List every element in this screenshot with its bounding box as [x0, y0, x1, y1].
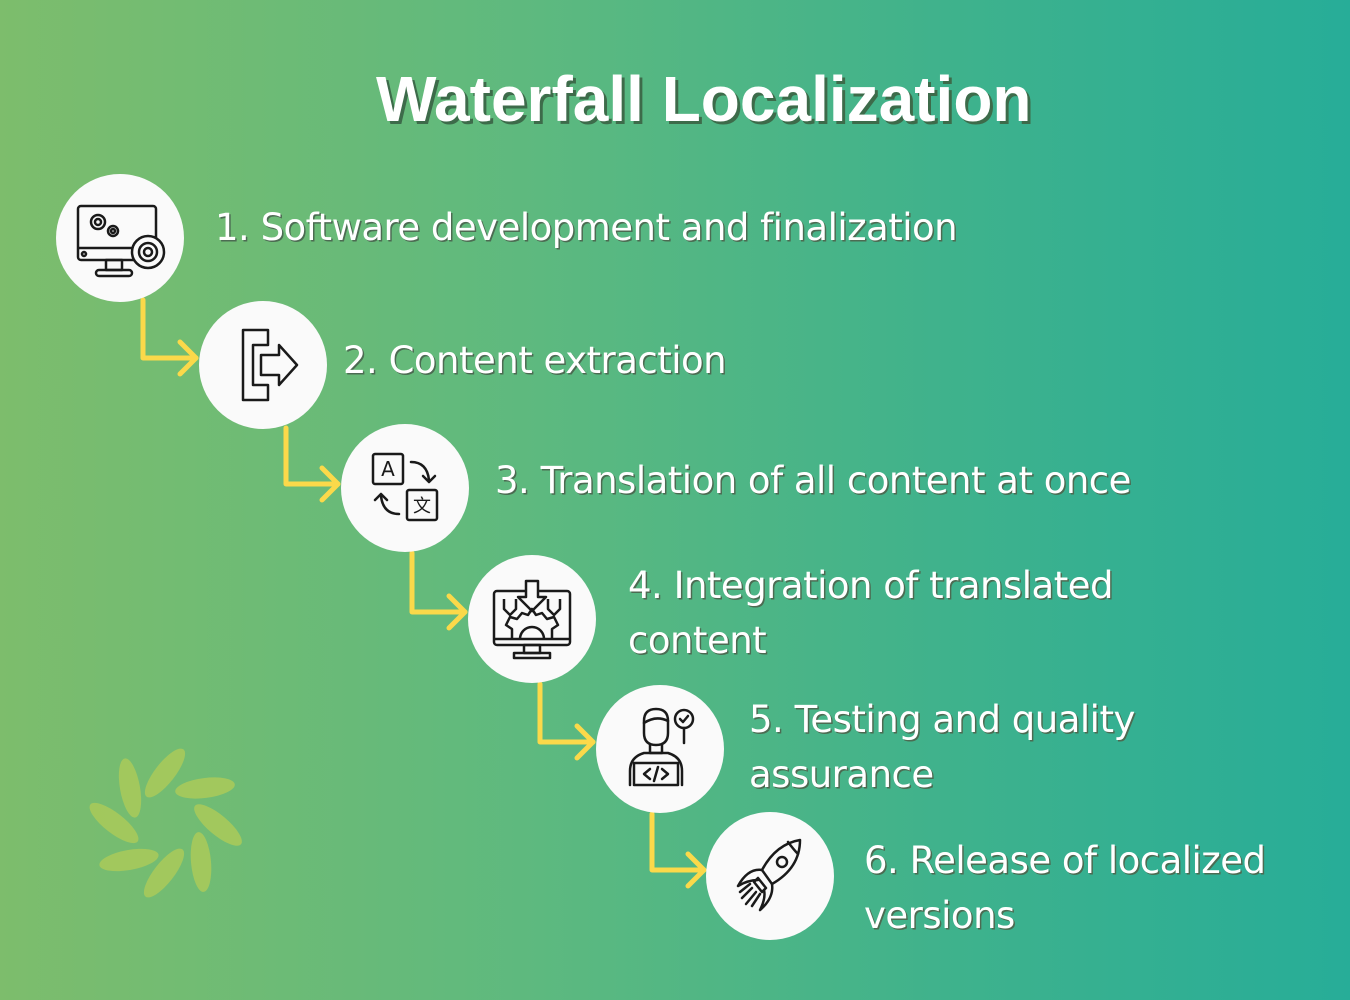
decorative-swirl-icon: [89, 748, 242, 898]
connector-1-2: [140, 297, 199, 377]
rocket-icon: [736, 838, 802, 912]
export-arrow-icon: [241, 328, 299, 402]
svg-text:A: A: [381, 457, 395, 481]
svg-text:文: 文: [413, 496, 431, 517]
connector-5-6: [649, 811, 707, 889]
developer-testing-icon: [628, 707, 695, 787]
step-6-label-line-2: versions: [864, 894, 1015, 937]
step-3-label: 3. Translation of all content at once: [495, 459, 1131, 502]
step-1-icon-circle: [56, 174, 184, 302]
step-4-label: 4. Integration of translated content: [628, 558, 1113, 668]
step-5-icon-circle: [596, 685, 724, 813]
monitor-integration-icon: [492, 579, 572, 660]
step-1-label: 1. Software development and finalization: [215, 206, 958, 249]
step-3-icon-circle: A 文: [341, 424, 469, 552]
monitor-gears-icon: [76, 204, 166, 278]
connector-3-4: [409, 550, 468, 631]
step-5-label: 5. Testing and quality assurance: [749, 692, 1135, 802]
connector-2-3: [283, 425, 341, 503]
step-6-icon-circle: [706, 812, 834, 940]
step-2-label: 2. Content extraction: [343, 339, 727, 382]
step-4-label-line-2: content: [628, 619, 767, 662]
step-4-icon-circle: [468, 555, 596, 683]
step-5-label-line-2: assurance: [749, 753, 934, 796]
step-5-label-line-1: 5. Testing and quality: [749, 698, 1135, 741]
step-6-label: 6. Release of localized versions: [864, 833, 1266, 943]
step-4-label-line-1: 4. Integration of translated: [628, 564, 1113, 607]
page-title: Waterfall Localization: [376, 63, 1032, 135]
step-2-icon-circle: [199, 301, 327, 429]
step-6-label-line-1: 6. Release of localized: [864, 839, 1266, 882]
connector-4-5: [537, 681, 596, 761]
translate-icon: A 文: [371, 452, 439, 522]
